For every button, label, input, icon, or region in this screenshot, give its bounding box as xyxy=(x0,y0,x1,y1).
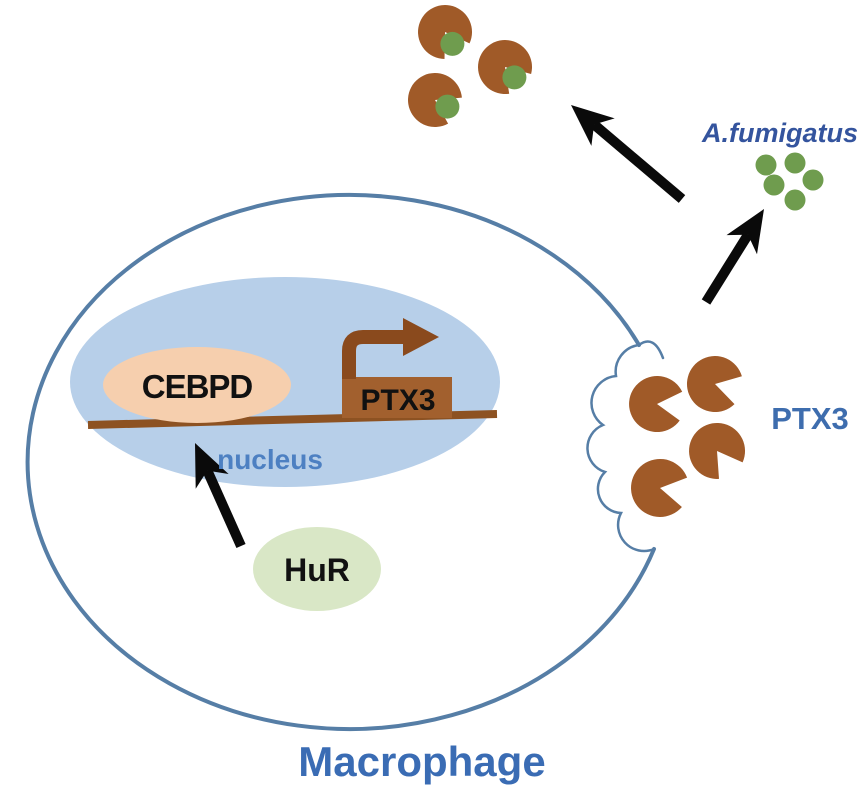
ptx3-targets-spores-arrow xyxy=(701,209,764,305)
afumigatus-spores xyxy=(755,152,824,211)
ptx3-bound-conidium xyxy=(408,72,462,127)
secreted-ptx3-proteins xyxy=(629,356,746,517)
arrow-head xyxy=(195,443,229,489)
ptx3-protein-pacman xyxy=(686,356,742,413)
hur-label: HuR xyxy=(284,552,350,588)
arrow-shaft xyxy=(701,232,753,305)
ptx3-gene-label: PTX3 xyxy=(360,384,435,417)
cebpd-protein xyxy=(103,347,291,423)
ptx3-binds-conidia-arrow xyxy=(571,105,686,203)
ptx3-protein-pacman xyxy=(478,40,533,95)
ptx3-protein-pacman xyxy=(408,72,462,127)
transcription-arrowhead xyxy=(403,318,439,356)
conidium-spore xyxy=(440,31,465,56)
macrophage-membrane xyxy=(25,193,656,732)
ptx3-protein-pacman xyxy=(418,5,473,60)
membrane-ruffle xyxy=(586,340,665,553)
ptx3-protein-pacman xyxy=(631,458,688,517)
afumigatus-spore xyxy=(763,174,785,196)
conidium-spore xyxy=(435,94,460,119)
arrow-head xyxy=(571,105,615,146)
hur-to-nucleus-arrow xyxy=(195,443,246,549)
ptx3-bound-conidium xyxy=(478,40,533,95)
nucleus-label: nucleus xyxy=(217,444,323,475)
afumigatus-spore xyxy=(802,169,824,191)
pathway-arrows xyxy=(195,105,764,549)
cebpd-label: CEBPD xyxy=(142,368,253,405)
afumigatus-label: A.fumigatus xyxy=(701,118,858,148)
afumigatus-spore xyxy=(784,189,806,211)
arrow-head xyxy=(726,209,764,255)
secreted-ptx3-label: PTX3 xyxy=(771,401,849,436)
hur-protein xyxy=(253,527,381,611)
ptx3-protein-pacman xyxy=(689,422,746,479)
arrow-shaft xyxy=(590,120,686,203)
afumigatus-spore xyxy=(755,154,777,176)
arrow-shaft xyxy=(202,468,246,549)
ptx3-protein-pacman xyxy=(629,376,683,433)
ptx3-bound-conidia xyxy=(408,5,533,127)
ptx3-bound-conidium xyxy=(418,5,473,60)
macrophage-label: Macrophage xyxy=(298,738,545,785)
transcription-arrow xyxy=(342,330,403,379)
afumigatus-spore xyxy=(784,152,806,174)
conidium-spore xyxy=(502,65,527,90)
ptx3-gene-box xyxy=(342,377,452,418)
